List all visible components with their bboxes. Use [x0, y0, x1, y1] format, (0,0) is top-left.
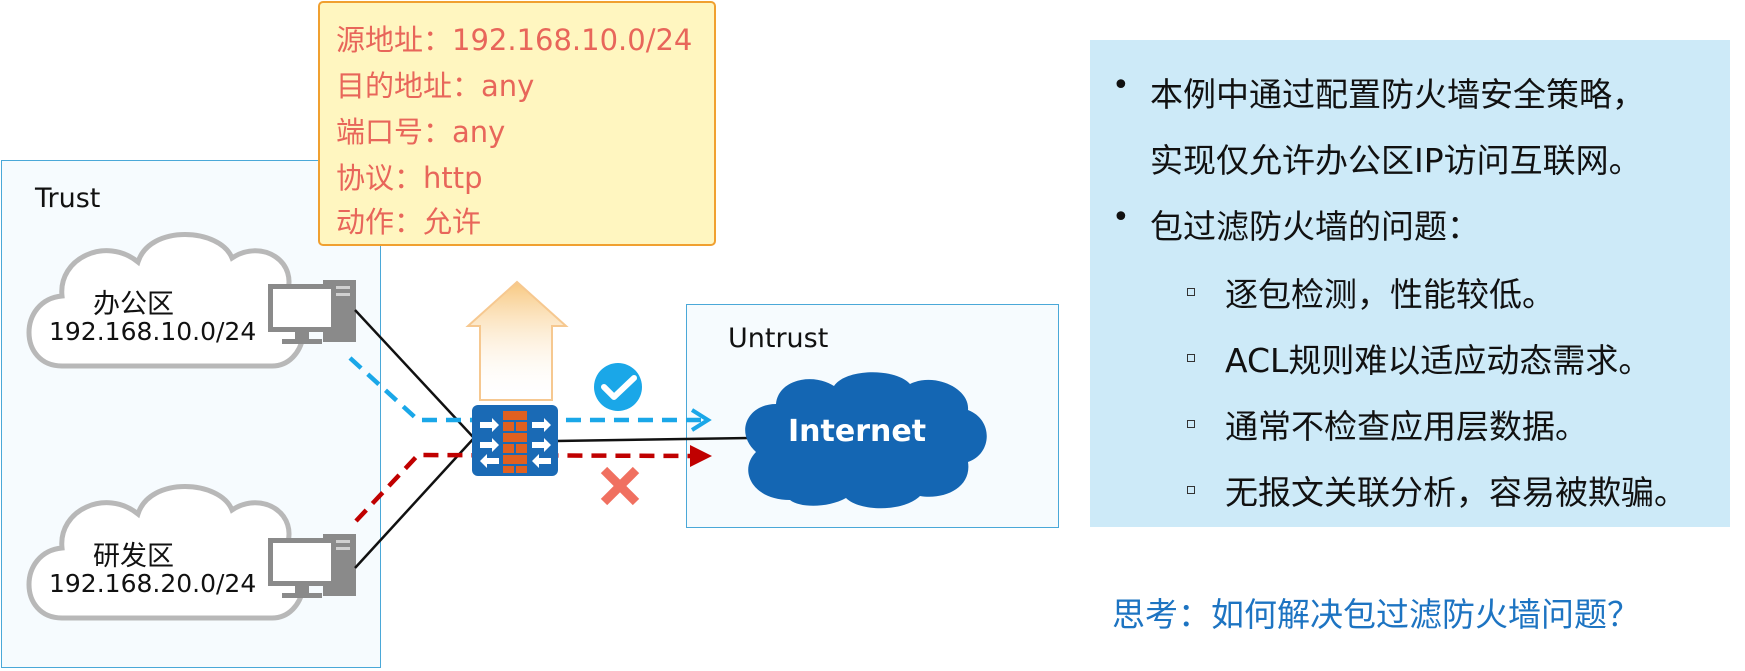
sub-bullet-marker	[1187, 288, 1195, 296]
info-panel: • 本例中通过配置防火墙安全策略， 实现仅允许办公区IP访问互联网。 • 包过滤…	[1090, 40, 1730, 527]
policy-source: 源地址：192.168.10.0/24	[336, 23, 693, 57]
sub-bullet-2: ACL规则难以适应动态需求。	[1225, 341, 1652, 380]
sub-bullet-3: 通常不检查应用层数据。	[1225, 407, 1588, 446]
bullet-1-line-1: 本例中通过配置防火墙安全策略，	[1150, 75, 1645, 114]
policy-protocol: 协议：http	[336, 161, 483, 195]
internet-cloud-icon	[745, 372, 987, 509]
bullet-1-line-2: 实现仅允许办公区IP访问互联网。	[1150, 141, 1642, 180]
question-text: 思考：如何解决包过滤防火墙问题？	[1112, 595, 1640, 634]
allowed-arrowhead	[690, 408, 712, 432]
internet-link	[555, 436, 751, 443]
trust-zone-label: Trust	[35, 183, 101, 214]
firewall-icon	[472, 405, 558, 476]
internet-label: Internet	[788, 414, 927, 449]
office-zone-name: 办公区	[93, 289, 174, 320]
rnd-zone-name: 研发区	[93, 541, 174, 572]
bullet-2-line-1: 包过滤防火墙的问题：	[1150, 207, 1480, 246]
office-zone-subnet: 192.168.10.0/24	[49, 317, 257, 346]
cross-icon	[600, 466, 640, 506]
policy-action: 动作：允许	[336, 205, 482, 239]
bullet-dot: •	[1112, 200, 1130, 235]
denied-path	[354, 452, 701, 523]
sub-bullet-marker	[1187, 486, 1195, 494]
office-link	[354, 309, 475, 439]
untrust-zone-label: Untrust	[728, 323, 829, 354]
network-diagram	[26, 232, 987, 621]
rnd-computer-icon	[268, 534, 356, 598]
allowed-path	[348, 356, 702, 423]
sub-bullet-1: 逐包检测，性能较低。	[1225, 275, 1555, 314]
check-icon	[594, 363, 642, 411]
denied-arrowhead	[690, 445, 712, 467]
rnd-link	[354, 437, 475, 569]
policy-destination: 目的地址：any	[336, 69, 535, 103]
office-computer-icon	[268, 280, 356, 344]
sub-bullet-4: 无报文关联分析，容易被欺骗。	[1225, 473, 1687, 512]
upload-arrow-icon	[465, 280, 569, 401]
sub-bullet-marker	[1187, 420, 1195, 428]
rnd-zone-subnet: 192.168.20.0/24	[49, 569, 257, 598]
bullet-dot: •	[1112, 68, 1130, 103]
security-policy-box: 源地址：192.168.10.0/24 目的地址：any 端口号：any 协议：…	[318, 1, 716, 246]
policy-port: 端口号：any	[336, 115, 506, 149]
sub-bullet-marker	[1187, 354, 1195, 362]
